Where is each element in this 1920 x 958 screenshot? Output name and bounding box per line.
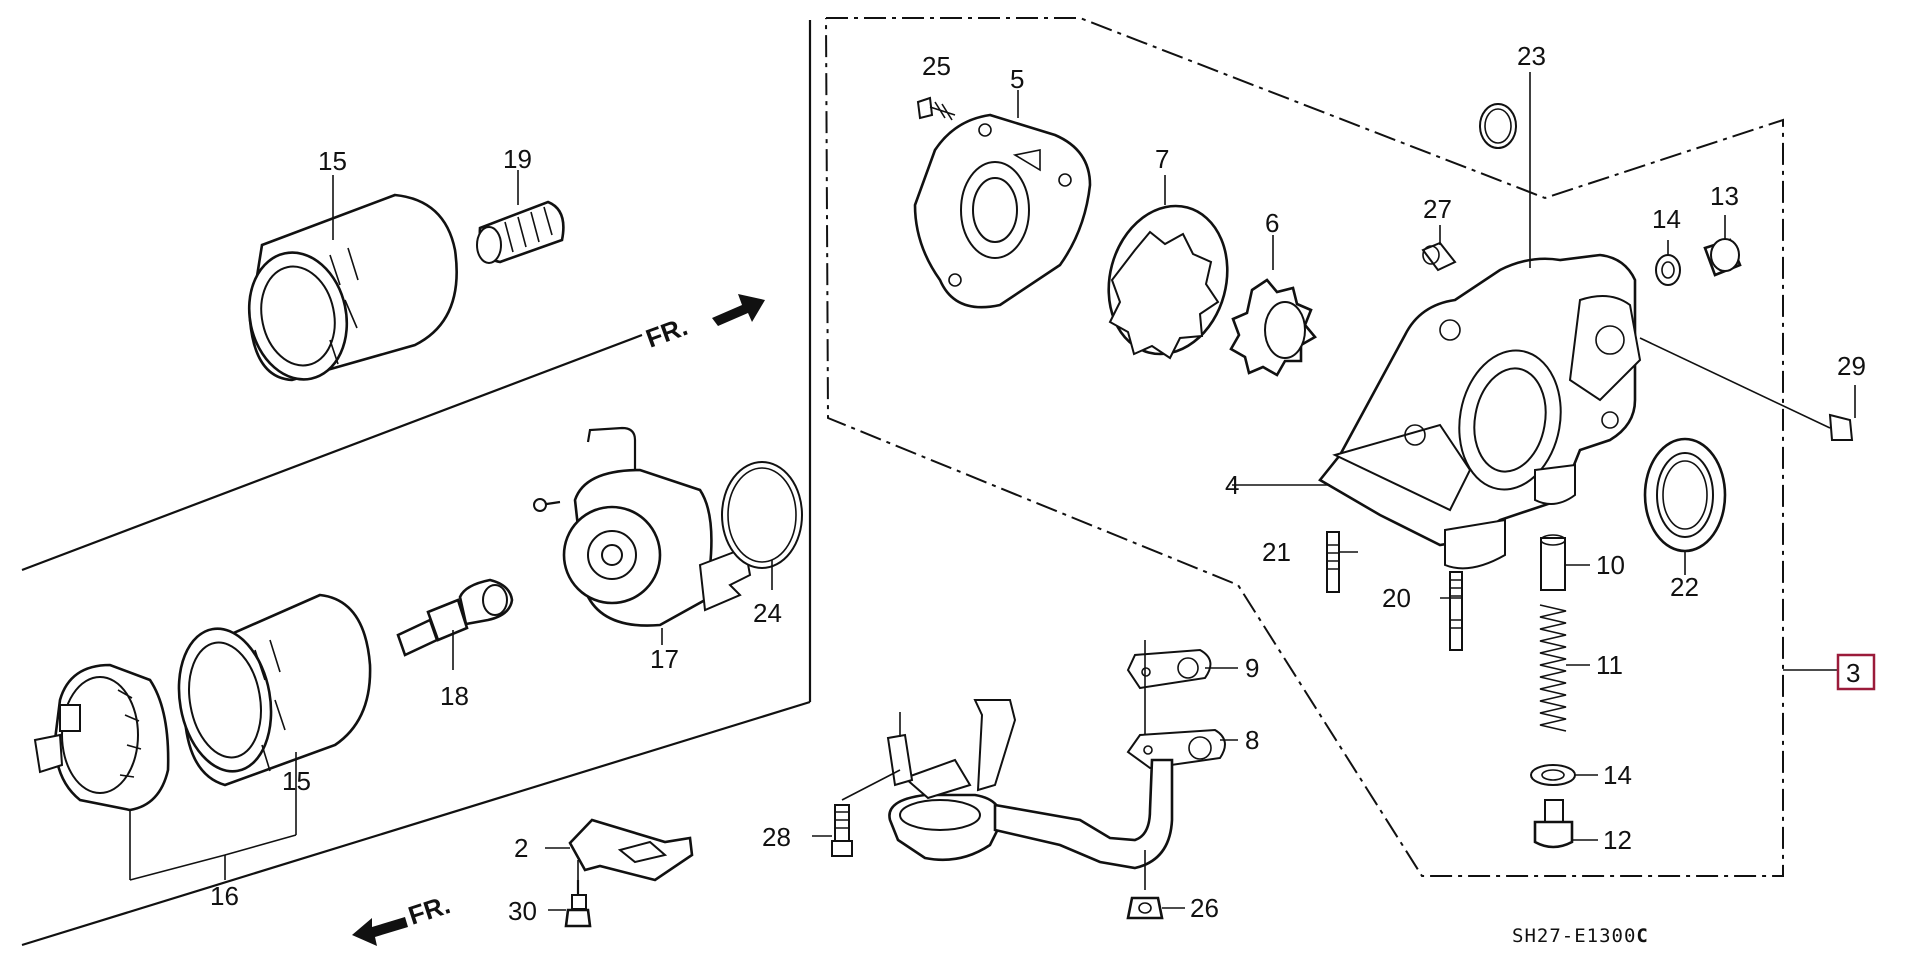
oil-pump-group-outline — [825, 17, 1838, 877]
outer-rotor-part — [1107, 175, 1229, 360]
document-code: SH27-E1300C — [1512, 925, 1649, 947]
callout-8: 8 — [1245, 725, 1259, 755]
oil-seal-part — [1643, 437, 1727, 575]
relief-valve-10-part — [1540, 534, 1566, 591]
dowel-pin-part — [1421, 225, 1457, 272]
callout-13: 13 — [1710, 181, 1739, 211]
front-arrow-upper: FR. — [642, 294, 765, 354]
callout-22: 22 — [1670, 572, 1699, 602]
callout-21: 21 — [1262, 537, 1291, 567]
callout-16: 16 — [210, 881, 239, 911]
bolt-28-part — [831, 769, 901, 857]
relief-spring-11-part — [1539, 604, 1567, 732]
callout-17: 17 — [650, 644, 679, 674]
callout-6: 6 — [1265, 208, 1279, 238]
gasket-9-part — [1126, 648, 1212, 690]
threaded-bolt-part — [476, 170, 565, 264]
bolt-30-part — [564, 880, 592, 928]
callout-28: 28 — [762, 822, 791, 852]
callout-30: 30 — [508, 896, 537, 926]
front-arrow-label-2: FR. — [405, 889, 454, 930]
front-arrow-lower: FR. — [352, 889, 454, 946]
plug-bolt-13-part — [1703, 215, 1742, 277]
callout-2: 2 — [514, 833, 528, 863]
callout-3-box: 3 — [1836, 653, 1876, 691]
callout-9: 9 — [1245, 653, 1259, 683]
callout-15-lower: 15 — [282, 766, 311, 796]
callout-12: 12 — [1603, 825, 1632, 855]
filter-base-part — [33, 663, 297, 881]
nut-26-part — [1126, 896, 1164, 920]
leader-lines — [545, 484, 1598, 911]
callout-14-lower: 14 — [1603, 760, 1632, 790]
callout-18: 18 — [440, 681, 469, 711]
screw-25-part — [916, 96, 956, 121]
callout-24: 24 — [753, 598, 782, 628]
washer-14-upper-part — [1655, 240, 1681, 286]
callout-26: 26 — [1190, 893, 1219, 923]
oil-cooler-part — [533, 426, 752, 645]
document-code-suffix: C — [1636, 925, 1648, 947]
oil-filter-upper-part — [247, 175, 458, 382]
callout-4: 4 — [1225, 470, 1239, 500]
oil-filter-lower-part — [177, 593, 372, 835]
callout-10: 10 — [1596, 550, 1625, 580]
bolt-29-part — [1639, 337, 1856, 441]
sealing-bolt-12-part — [1533, 799, 1574, 849]
inner-rotor-part — [1229, 235, 1317, 377]
callout-labels: 15 19 24 17 18 15 16 2 30 28 25 5 7 6 23… — [210, 41, 1866, 926]
callout-15-upper: 15 — [318, 146, 347, 176]
o-ring-23-part — [1479, 103, 1517, 149]
callout-25: 25 — [922, 51, 951, 81]
o-ring-part — [721, 461, 803, 590]
left-panel-frame — [21, 20, 812, 947]
callout-23: 23 — [1517, 41, 1546, 71]
front-arrow-label: FR. — [642, 311, 692, 354]
relief-bolt-part — [396, 578, 514, 670]
callout-14-upper: 14 — [1652, 204, 1681, 234]
stud-20-part — [1449, 571, 1463, 651]
callout-27: 27 — [1423, 194, 1452, 224]
callout-5: 5 — [1010, 64, 1024, 94]
oil-strainer-part — [886, 640, 1174, 890]
oil-pump-housing-part — [1262, 72, 1642, 570]
callout-3: 3 — [1846, 658, 1860, 688]
callout-29: 29 — [1837, 351, 1866, 381]
callout-7: 7 — [1155, 144, 1169, 174]
callout-11: 11 — [1596, 650, 1623, 680]
callout-19: 19 — [503, 144, 532, 174]
bracket-plate-part — [568, 818, 694, 882]
callout-20: 20 — [1382, 583, 1411, 613]
gasket-8-part — [1126, 728, 1226, 770]
stud-21-part — [1326, 531, 1340, 593]
pump-cover-plate-part — [913, 90, 1092, 309]
washer-14-lower-part — [1530, 764, 1576, 786]
